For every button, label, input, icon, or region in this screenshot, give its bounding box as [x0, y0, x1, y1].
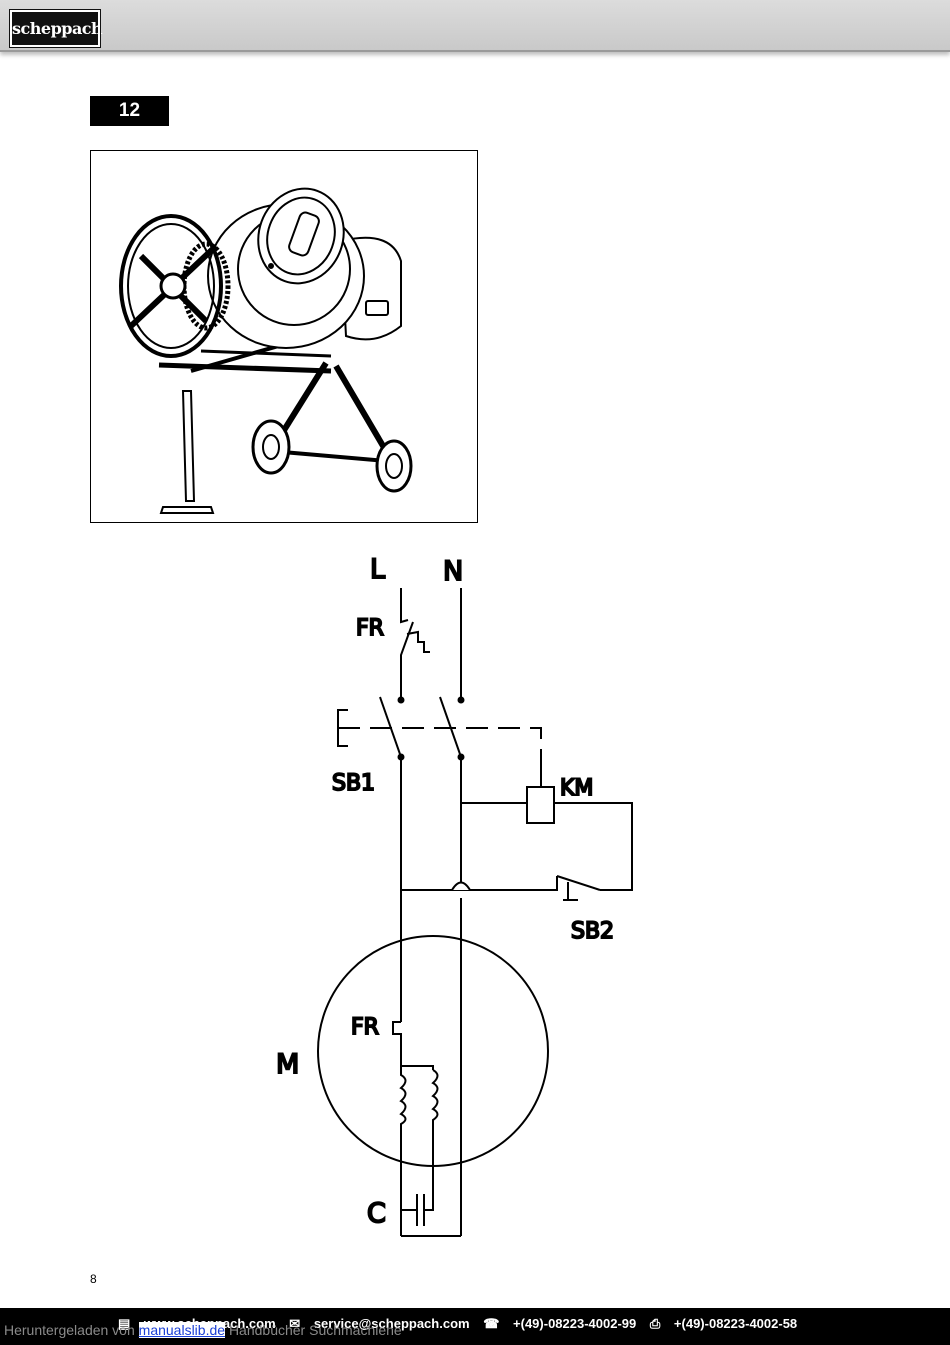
- fax-icon: ⎙: [649, 1316, 661, 1331]
- footer-email[interactable]: service@scheppach.com: [313, 1316, 470, 1331]
- download-prefix: Heruntergeladen von: [4, 1322, 135, 1338]
- figure-number-badge: 12: [90, 96, 169, 126]
- footer-fax: +(49)-08223-4002-58: [673, 1316, 798, 1331]
- label-N: N: [443, 556, 463, 587]
- label-M: M: [276, 1049, 299, 1080]
- mail-icon: ✉: [289, 1316, 301, 1331]
- page-header: scheppach: [0, 0, 950, 52]
- label-L: L: [370, 554, 385, 585]
- label-FR-motor: FR: [351, 1015, 379, 1040]
- label-SB1: SB1: [332, 771, 375, 796]
- label-SB2: SB2: [571, 919, 614, 944]
- wiring-diagram: L N FR SB1 KM SB2 FR M C: [275, 553, 633, 1237]
- download-suffix: Handbücher Suchmachiene: [228, 1322, 402, 1338]
- download-watermark: Heruntergeladen von manualslib.de Handbü…: [4, 1322, 402, 1338]
- phone-icon: ☎: [483, 1316, 500, 1331]
- computer-icon: ▤: [118, 1316, 131, 1331]
- label-C: C: [367, 1198, 386, 1229]
- cement-mixer-illustration: [90, 150, 478, 523]
- scheppach-logo: scheppach: [9, 9, 103, 48]
- label-KM: KM: [560, 776, 593, 801]
- page-number: 8: [90, 1272, 97, 1286]
- footer-contacts: ▤ www.scheppach.com ✉ service@scheppach.…: [118, 1316, 807, 1332]
- label-FR-overload: FR: [356, 616, 384, 641]
- circuit-lines: [317, 588, 633, 1237]
- footer-phone: +(49)-08223-4002-99: [513, 1316, 637, 1331]
- manualslib-link[interactable]: manualslib.de: [138, 1322, 226, 1338]
